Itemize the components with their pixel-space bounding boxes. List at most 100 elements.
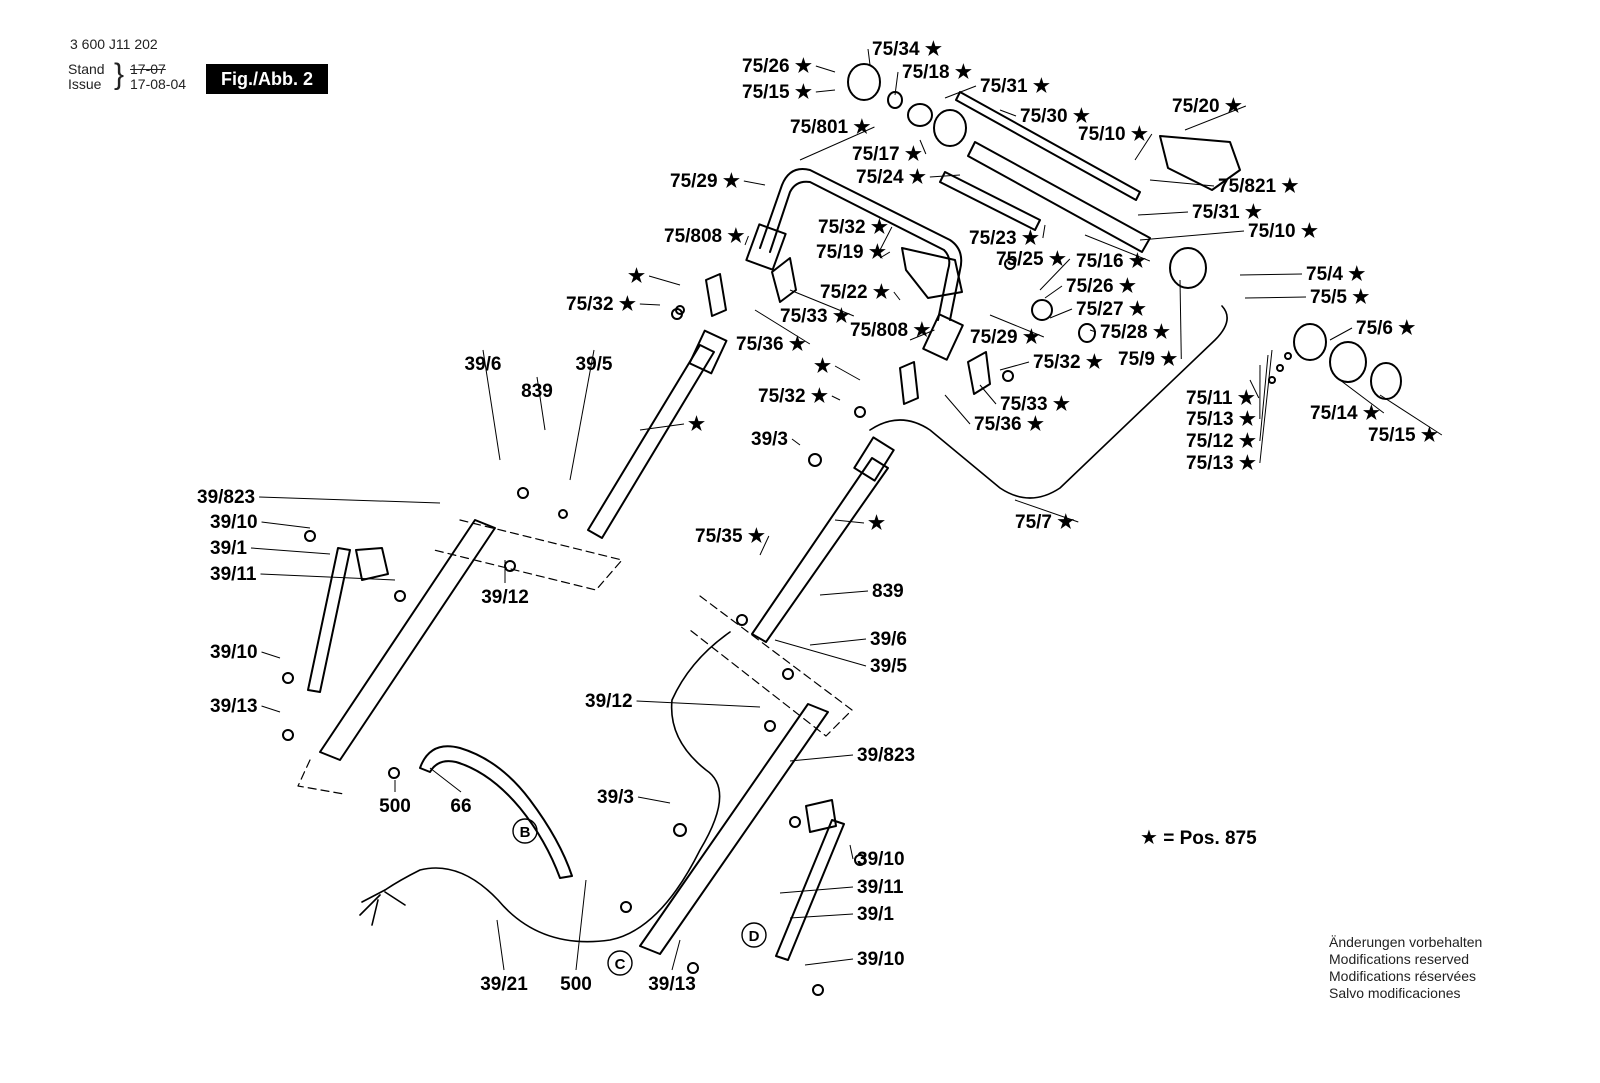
issue-dates: 17-07 17-08-04 [130, 62, 186, 92]
leader-line [789, 754, 854, 762]
part-label: 75/14 ★ [1310, 403, 1380, 424]
leader-line [744, 235, 749, 246]
leader-line [639, 423, 685, 431]
part-label: 39/11 [857, 877, 904, 898]
part-label: ★ [688, 414, 705, 435]
part-label: 75/22 ★ [820, 282, 890, 303]
legend: ★ = Pos. 875 [1140, 825, 1257, 850]
part-label: 75/20 ★ [1172, 96, 1242, 117]
strut-39-1-right [775, 819, 845, 961]
leader-line [919, 139, 927, 155]
leader-line [1259, 354, 1269, 442]
part-label: 39/823 [857, 745, 915, 766]
grip-end-right [1169, 247, 1207, 289]
grip-end-left [933, 109, 967, 147]
part-label: 39/3 [751, 429, 788, 450]
leader-line [779, 886, 854, 894]
part-label: 39/13 [648, 974, 696, 995]
leader-line [261, 705, 281, 713]
part-label: 66 [450, 796, 471, 817]
leader-line [1049, 308, 1073, 319]
leader-line [1014, 499, 1079, 523]
leader-line [671, 939, 681, 971]
part-label: 75/17 ★ [852, 144, 922, 165]
leader-line [831, 395, 841, 401]
leader-line [639, 303, 661, 306]
part-label: 75/10 ★ [1078, 124, 1148, 145]
part-label: 75/28 ★ [1100, 322, 1170, 343]
part-label: 500 [379, 796, 411, 817]
leader-line [1244, 296, 1307, 299]
leader-line [879, 251, 891, 259]
leader-line [1044, 285, 1063, 299]
leader-line [894, 71, 899, 96]
part-label: 75/4 ★ [1306, 264, 1365, 285]
part-label: 75/10 ★ [1248, 221, 1318, 242]
part-label: 39/3 [597, 787, 634, 808]
part-label: 39/823 [197, 487, 255, 508]
leader-line [1137, 211, 1189, 216]
leader-line [575, 879, 587, 971]
callout-letter: C [615, 956, 626, 973]
leader-line [261, 521, 311, 529]
leader-line [482, 349, 501, 461]
part-label: 39/10 [857, 949, 905, 970]
callout-b-circle [512, 818, 538, 844]
part-label: 75/32 ★ [818, 217, 888, 238]
lower-tube-left [319, 519, 496, 761]
upper-handle-bar [759, 168, 963, 321]
part-label: 75/15 ★ [742, 82, 812, 103]
top-grip-tube [967, 141, 1151, 253]
leader-line [1139, 230, 1245, 241]
leader-line [1259, 349, 1273, 464]
figure-badge: Fig./Abb. 2 [206, 64, 328, 94]
top-control-lever [955, 91, 1141, 201]
part-label: 75/24 ★ [856, 167, 926, 188]
part-label: 75/26 ★ [1066, 276, 1136, 297]
part-label: 75/27 ★ [1076, 299, 1146, 320]
part-label: ★ [628, 266, 645, 287]
leader-line [1149, 179, 1215, 187]
callout-letter: D [749, 928, 760, 945]
part-label: 75/36 ★ [974, 414, 1044, 435]
part-label: 75/26 ★ [742, 56, 812, 77]
issue-label: Issue [68, 76, 102, 92]
part-label: 39/5 [576, 354, 613, 375]
part-label: 39/1 [857, 904, 894, 925]
part-label: 75/7 ★ [1015, 512, 1074, 533]
leader-line [1039, 258, 1071, 291]
issue-date: 17-08-04 [130, 76, 187, 92]
stand-issue-labels: Stand Issue [68, 62, 105, 92]
clamp-33-upper [771, 257, 797, 303]
part-label: 75/33 ★ [780, 306, 850, 327]
leader-line [799, 126, 875, 161]
part-label: 75/33 ★ [1000, 394, 1070, 415]
leader-line [789, 913, 854, 919]
leader-line [834, 365, 861, 381]
cap-39-823-right [805, 799, 837, 833]
bushing-25 [1031, 299, 1053, 321]
leader-line [867, 48, 871, 66]
part-label: 500 [560, 974, 592, 995]
leader-line [1339, 379, 1385, 414]
leader-line [496, 919, 505, 971]
leader-line [819, 590, 869, 596]
disclaimer-line: Modifications reserved [1329, 951, 1470, 967]
leader-line [815, 65, 836, 73]
leader-line [789, 289, 855, 317]
part-label: 75/12 ★ [1186, 431, 1256, 452]
align-box-left [433, 519, 623, 591]
switch-lever-19 [901, 247, 963, 299]
part-label: 39/12 [481, 587, 529, 608]
part-label: 39/13 [210, 696, 258, 717]
leader-line [754, 309, 811, 345]
part-label: 75/35 ★ [695, 526, 765, 547]
part-label: 39/21 [480, 974, 528, 995]
leader-line [804, 958, 854, 966]
end-cap-2 [1329, 341, 1367, 383]
brace-glyph: } [114, 58, 125, 91]
part-label: 39/6 [870, 629, 907, 650]
leader-line [1084, 234, 1151, 262]
part-label: 75/13 ★ [1186, 409, 1256, 430]
